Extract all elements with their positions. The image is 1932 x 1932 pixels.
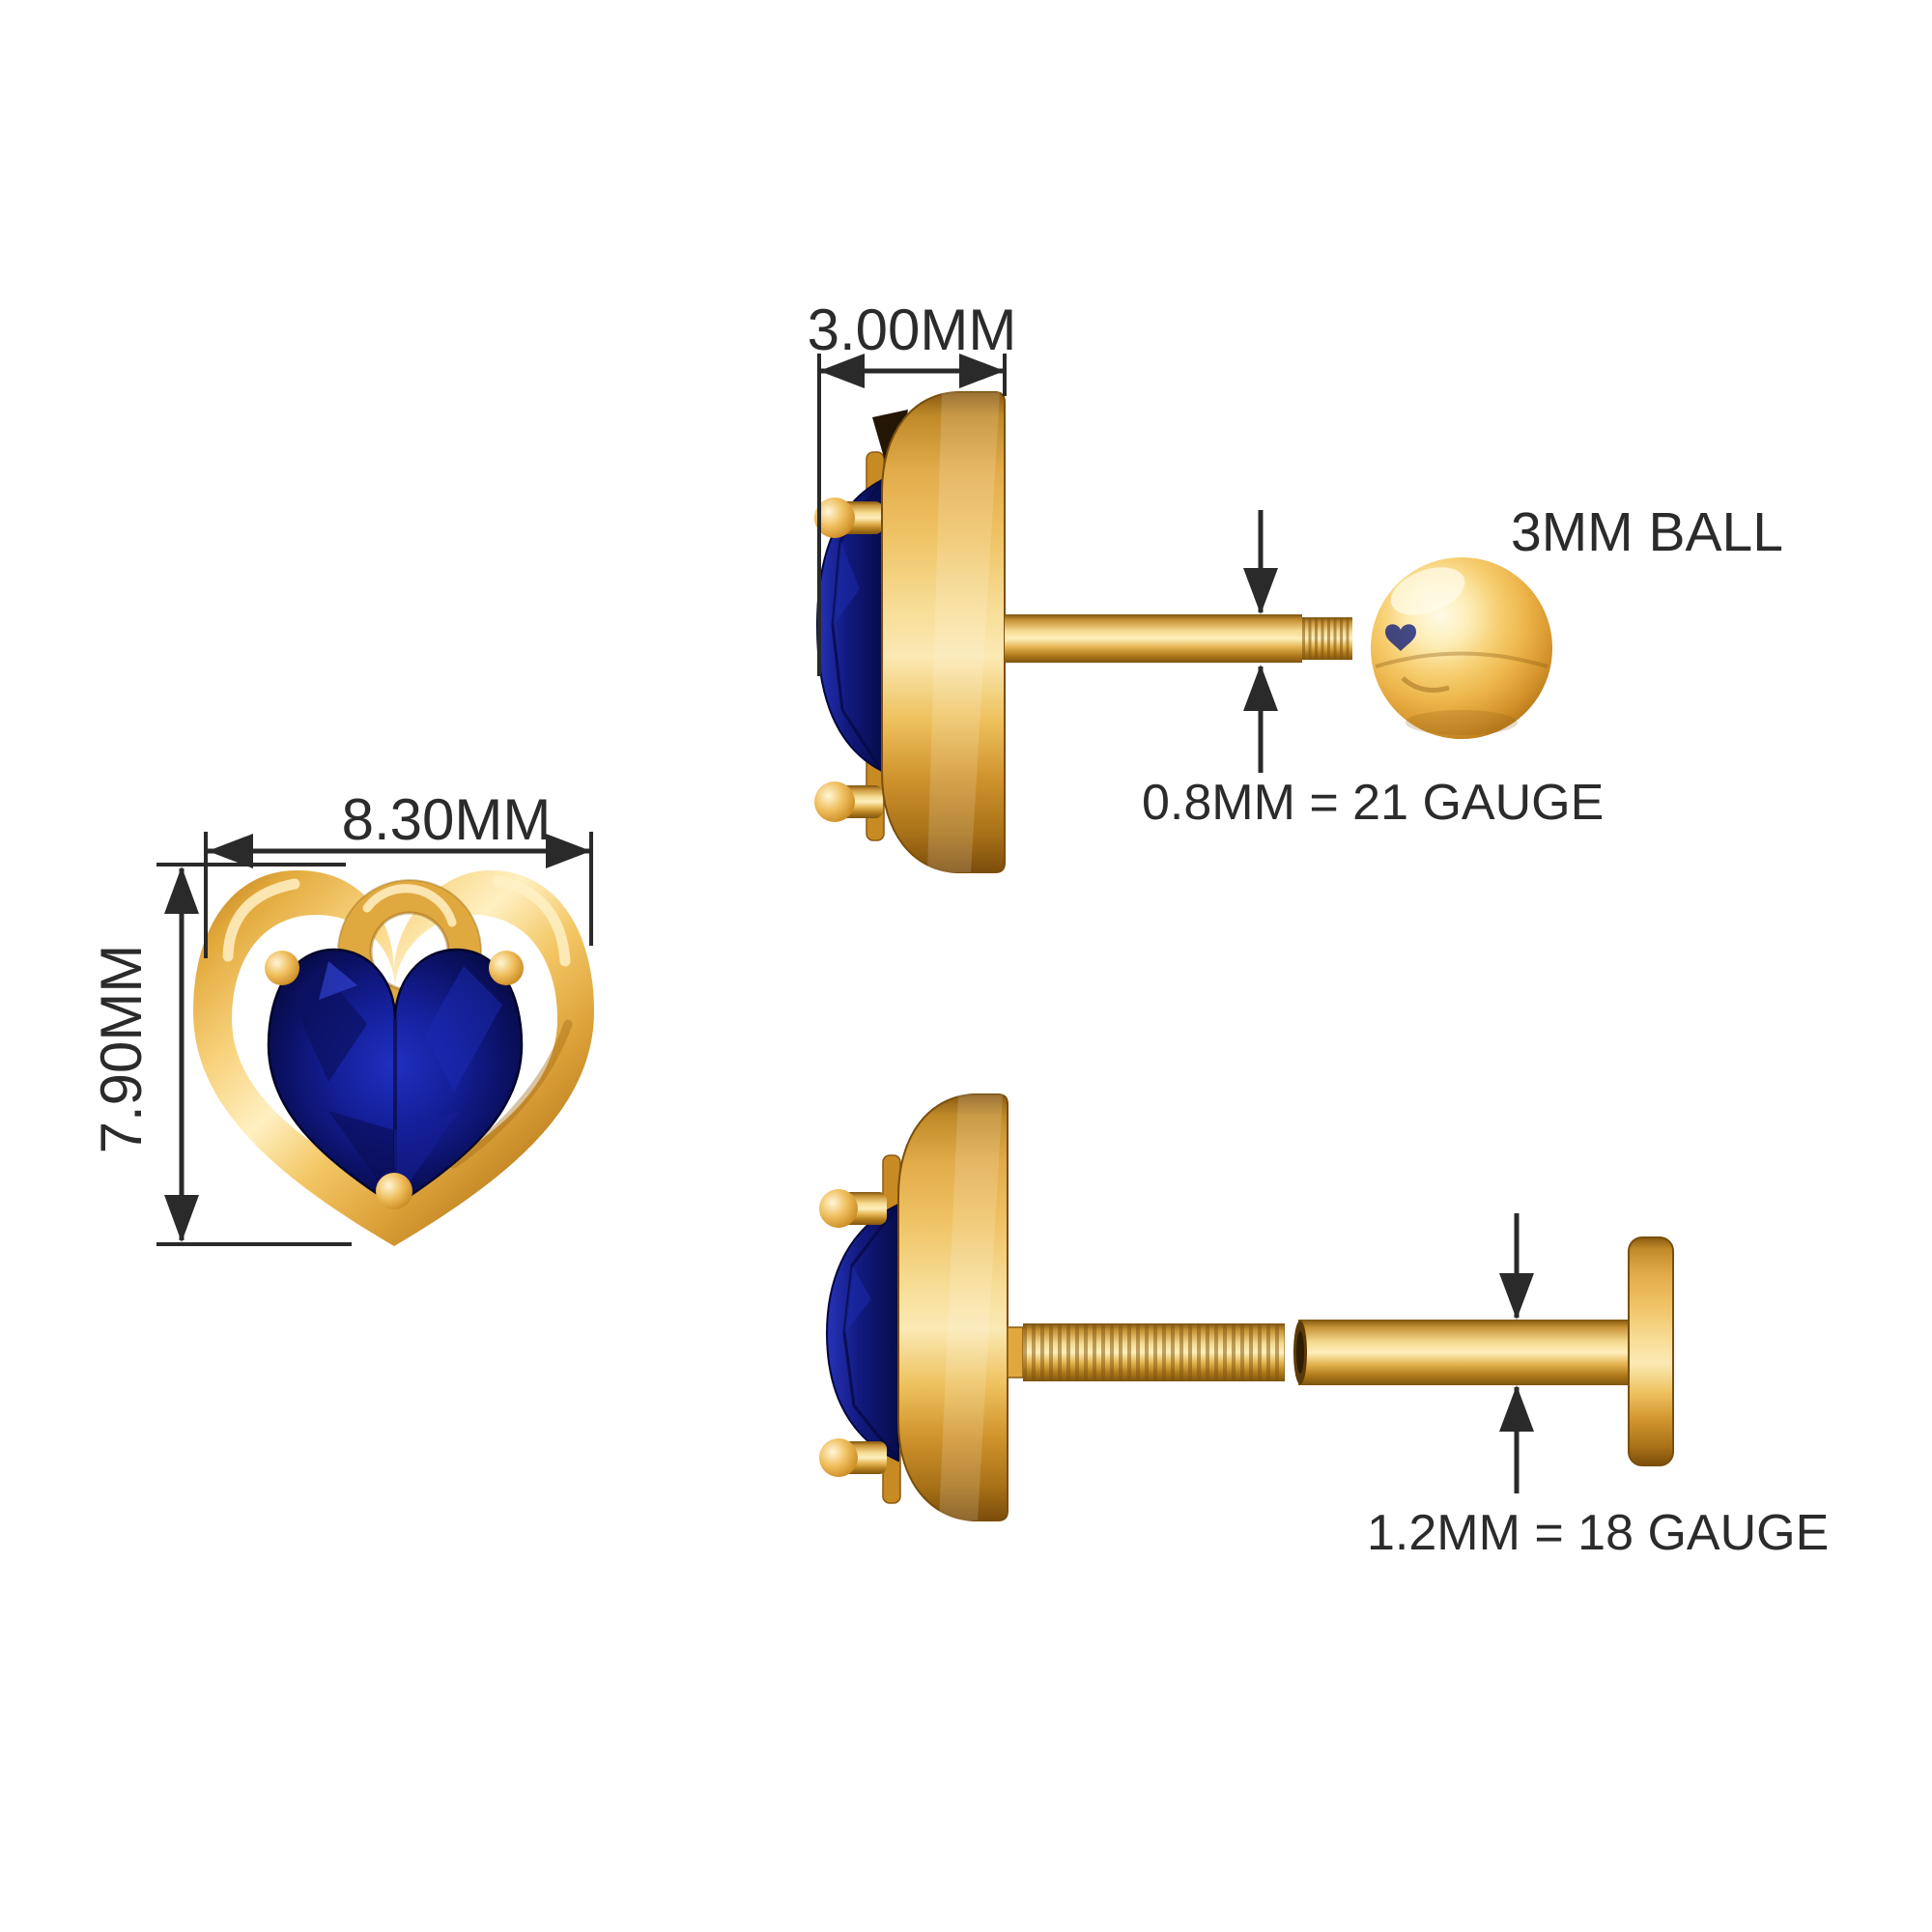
disc-sheen: [939, 1094, 1003, 1520]
disc-sheen: [927, 392, 1000, 872]
back-flat-disc: [1628, 1236, 1674, 1466]
post-collar: [1007, 1326, 1024, 1378]
back-tube: [1298, 1320, 1631, 1385]
facet: [328, 1111, 394, 1204]
backplate-disc: [881, 391, 1006, 873]
arrowhead-left: [819, 354, 865, 388]
tube-opening-hole: [1296, 1331, 1304, 1374]
ball-horizon-reflection: [1375, 651, 1548, 668]
gem-facets: [290, 961, 502, 1204]
facet: [290, 966, 367, 1082]
arrowhead-right: [959, 354, 1005, 388]
front-width-label: 8.30MM: [342, 787, 552, 852]
arrowhead-up: [1499, 1385, 1534, 1432]
facet: [319, 961, 357, 1000]
side-view-labret-back: [819, 1094, 1674, 1521]
prong-ball: [814, 781, 855, 822]
arrowhead-up: [164, 867, 199, 914]
ball-swirl-reflection: [1401, 676, 1450, 693]
prong-ball: [265, 951, 299, 985]
ball-size-label: 3MM BALL: [1511, 501, 1783, 563]
front-view: [193, 870, 594, 1246]
sapphire-gem-side: [825, 1203, 899, 1463]
backplate-disc: [897, 1094, 1009, 1521]
ball-heart-reflection: [1385, 624, 1416, 651]
front-height-label: 7.90MM: [89, 945, 154, 1154]
facet: [425, 966, 502, 1092]
screw-post-gauge-label: 0.8MM = 21 GAUGE: [1142, 775, 1604, 831]
heart-frame-shade: [449, 1019, 573, 1169]
prong-ball: [376, 1173, 412, 1209]
facet: [833, 541, 860, 626]
arrowhead-right: [546, 834, 591, 868]
arrowhead-down: [1499, 1273, 1534, 1320]
prong-ball: [814, 497, 855, 538]
labret-post-gauge-label: 1.2MM = 18 GAUGE: [1367, 1505, 1829, 1561]
facet: [394, 1111, 460, 1204]
side-view-screw-back: [814, 391, 1552, 873]
prong-ball: [819, 1438, 858, 1477]
prong-ball: [489, 951, 524, 985]
arrowhead-left: [208, 834, 253, 868]
arrowhead-down: [1243, 568, 1278, 614]
prong-ball: [819, 1189, 858, 1228]
facet: [844, 1265, 871, 1333]
ball-highlight: [1390, 567, 1465, 615]
labret-back-dimensions: 1.2MM = 18 GAUGE: [1367, 1213, 1829, 1561]
arrowhead-up: [1243, 665, 1278, 711]
arrowhead-down: [164, 1195, 199, 1242]
side-depth-label: 3.00MM: [808, 298, 1017, 362]
screw-back-dimensions: 3.00MM 0.8MM = 21 GAUGE 3MM BALL: [808, 298, 1783, 831]
heart-frame-highlight-right: [492, 875, 571, 967]
ball-shadow-band: [1406, 710, 1518, 735]
frame-loop-highlight: [362, 884, 457, 927]
earring-post: [1005, 614, 1302, 663]
front-view-dimensions: 8.30MM 7.90MM: [89, 787, 593, 1246]
heart-frame-highlight-left: [222, 878, 300, 962]
